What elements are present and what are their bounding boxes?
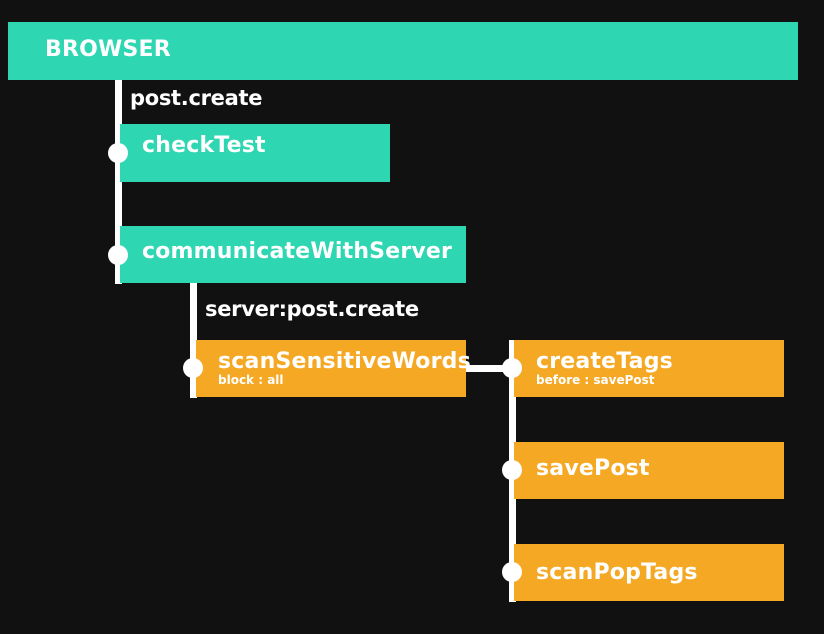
junction-dot-checktest [108,143,128,163]
node-createtags: createTags before : savePost [514,340,784,397]
junction-dot-scanpoptags [502,562,522,582]
server-vertical-connector [190,283,197,398]
browser-vertical-connector [115,80,122,284]
junction-dot-communicatewithserver [108,245,128,265]
server-event-label: server:post.create [205,297,419,321]
node-scansensitivewords-title: scanSensitiveWords [218,349,471,374]
node-checktest-title: checkTest [142,133,266,158]
node-scanpoptags-title: scanPopTags [536,560,698,585]
node-scansensitivewords: scanSensitiveWords block : all [196,340,471,397]
browser-header: BROWSER [8,22,798,80]
horizontal-connector [466,365,512,372]
browser-header-title: BROWSER [45,37,171,62]
node-scansensitivewords-sub: block : all [218,373,284,387]
node-scanpoptags: scanPopTags [514,544,784,601]
junction-dot-savepost [502,460,522,480]
node-checktest: checkTest [120,124,390,182]
node-createtags-title: createTags [536,349,673,374]
browser-event-label: post.create [130,86,263,110]
node-communicatewithserver-title: communicateWithServer [142,239,453,264]
junction-dot-createtags [502,358,522,378]
node-savepost: savePost [514,442,784,499]
node-communicatewithserver: communicateWithServer [120,226,466,283]
node-savepost-title: savePost [536,456,650,481]
node-createtags-sub: before : savePost [536,373,655,387]
junction-dot-scansensitivewords [183,358,203,378]
